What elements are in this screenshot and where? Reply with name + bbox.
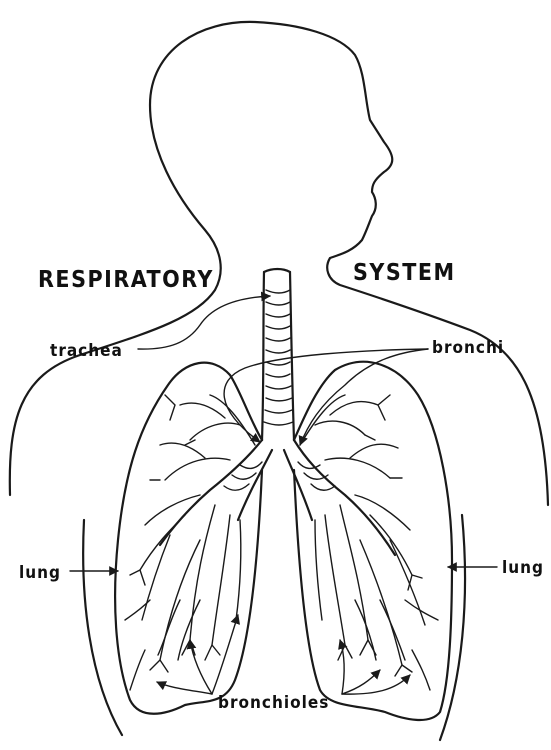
- right-bronchial-tree: [300, 395, 438, 690]
- bronchioles-leader-1: [157, 682, 212, 694]
- title-right: SYSTEM: [353, 260, 456, 286]
- trachea-tube-right: [290, 272, 294, 440]
- lung-label-left: lung: [19, 563, 61, 583]
- trachea-label: trachea: [50, 341, 123, 361]
- left-bronchial-tree: [125, 395, 255, 690]
- bronchi-leader-right: [300, 349, 428, 445]
- left-lung: [115, 363, 262, 714]
- lung-label-right: lung: [502, 558, 544, 578]
- bronchi-label: bronchi: [432, 338, 504, 358]
- title-left: RESPIRATORY: [38, 267, 214, 293]
- body-outline: [10, 22, 548, 505]
- trachea-top: [264, 269, 290, 272]
- bronchioles-leader-5: [342, 670, 380, 694]
- bronchioles-label: bronchioles: [218, 693, 329, 713]
- right-lung: [294, 362, 452, 720]
- right-bronchus: [294, 440, 395, 555]
- bronchioles-leader-6: [342, 675, 410, 694]
- left-bronchus: [160, 440, 262, 545]
- bronchi-rings: [224, 462, 335, 490]
- trachea-leader: [138, 296, 270, 349]
